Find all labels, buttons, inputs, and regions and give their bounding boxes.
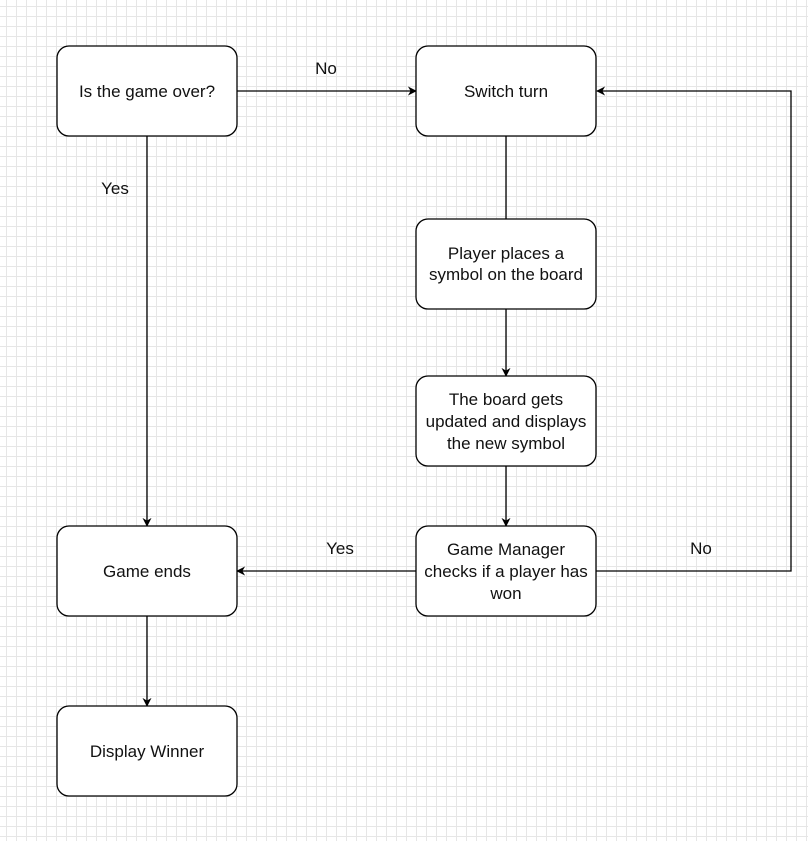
- node-label-line: Switch turn: [464, 82, 548, 101]
- node-game-ends[interactable]: Game ends: [56, 525, 238, 617]
- node-label-line: symbol on the board: [429, 265, 583, 284]
- node-switch-turn[interactable]: Switch turn: [415, 45, 597, 137]
- node-player-places-symbol[interactable]: Player places a symbol on the board: [415, 218, 597, 310]
- node-label-line: Display Winner: [90, 742, 205, 761]
- node-label-line: the new symbol: [447, 434, 565, 453]
- node-check-win[interactable]: Game Manager checks if a player has won: [415, 525, 597, 617]
- edge-checkwin-to-switchturn: [596, 86, 792, 572]
- node-board-updated[interactable]: The board gets updated and displays the …: [415, 375, 597, 467]
- node-label-line: The board gets: [449, 390, 563, 409]
- node-label-line: updated and displays: [426, 412, 587, 431]
- node-label-line: Game ends: [103, 562, 191, 581]
- node-display-winner[interactable]: Display Winner: [56, 705, 238, 797]
- edge-label-checkwin-yes: Yes: [326, 539, 354, 558]
- edge-label-checkwin-no: No: [690, 539, 712, 558]
- edge-label-gameover-yes: Yes: [101, 179, 129, 198]
- node-label-line: Player places a: [448, 244, 565, 263]
- node-label-line: won: [489, 584, 521, 603]
- node-label-line: checks if a player has: [424, 562, 587, 581]
- node-is-game-over[interactable]: Is the game over?: [56, 45, 238, 137]
- edge-label-gameover-no: No: [315, 59, 337, 78]
- node-label-line: Is the game over?: [79, 82, 215, 101]
- node-label-line: Game Manager: [447, 540, 565, 559]
